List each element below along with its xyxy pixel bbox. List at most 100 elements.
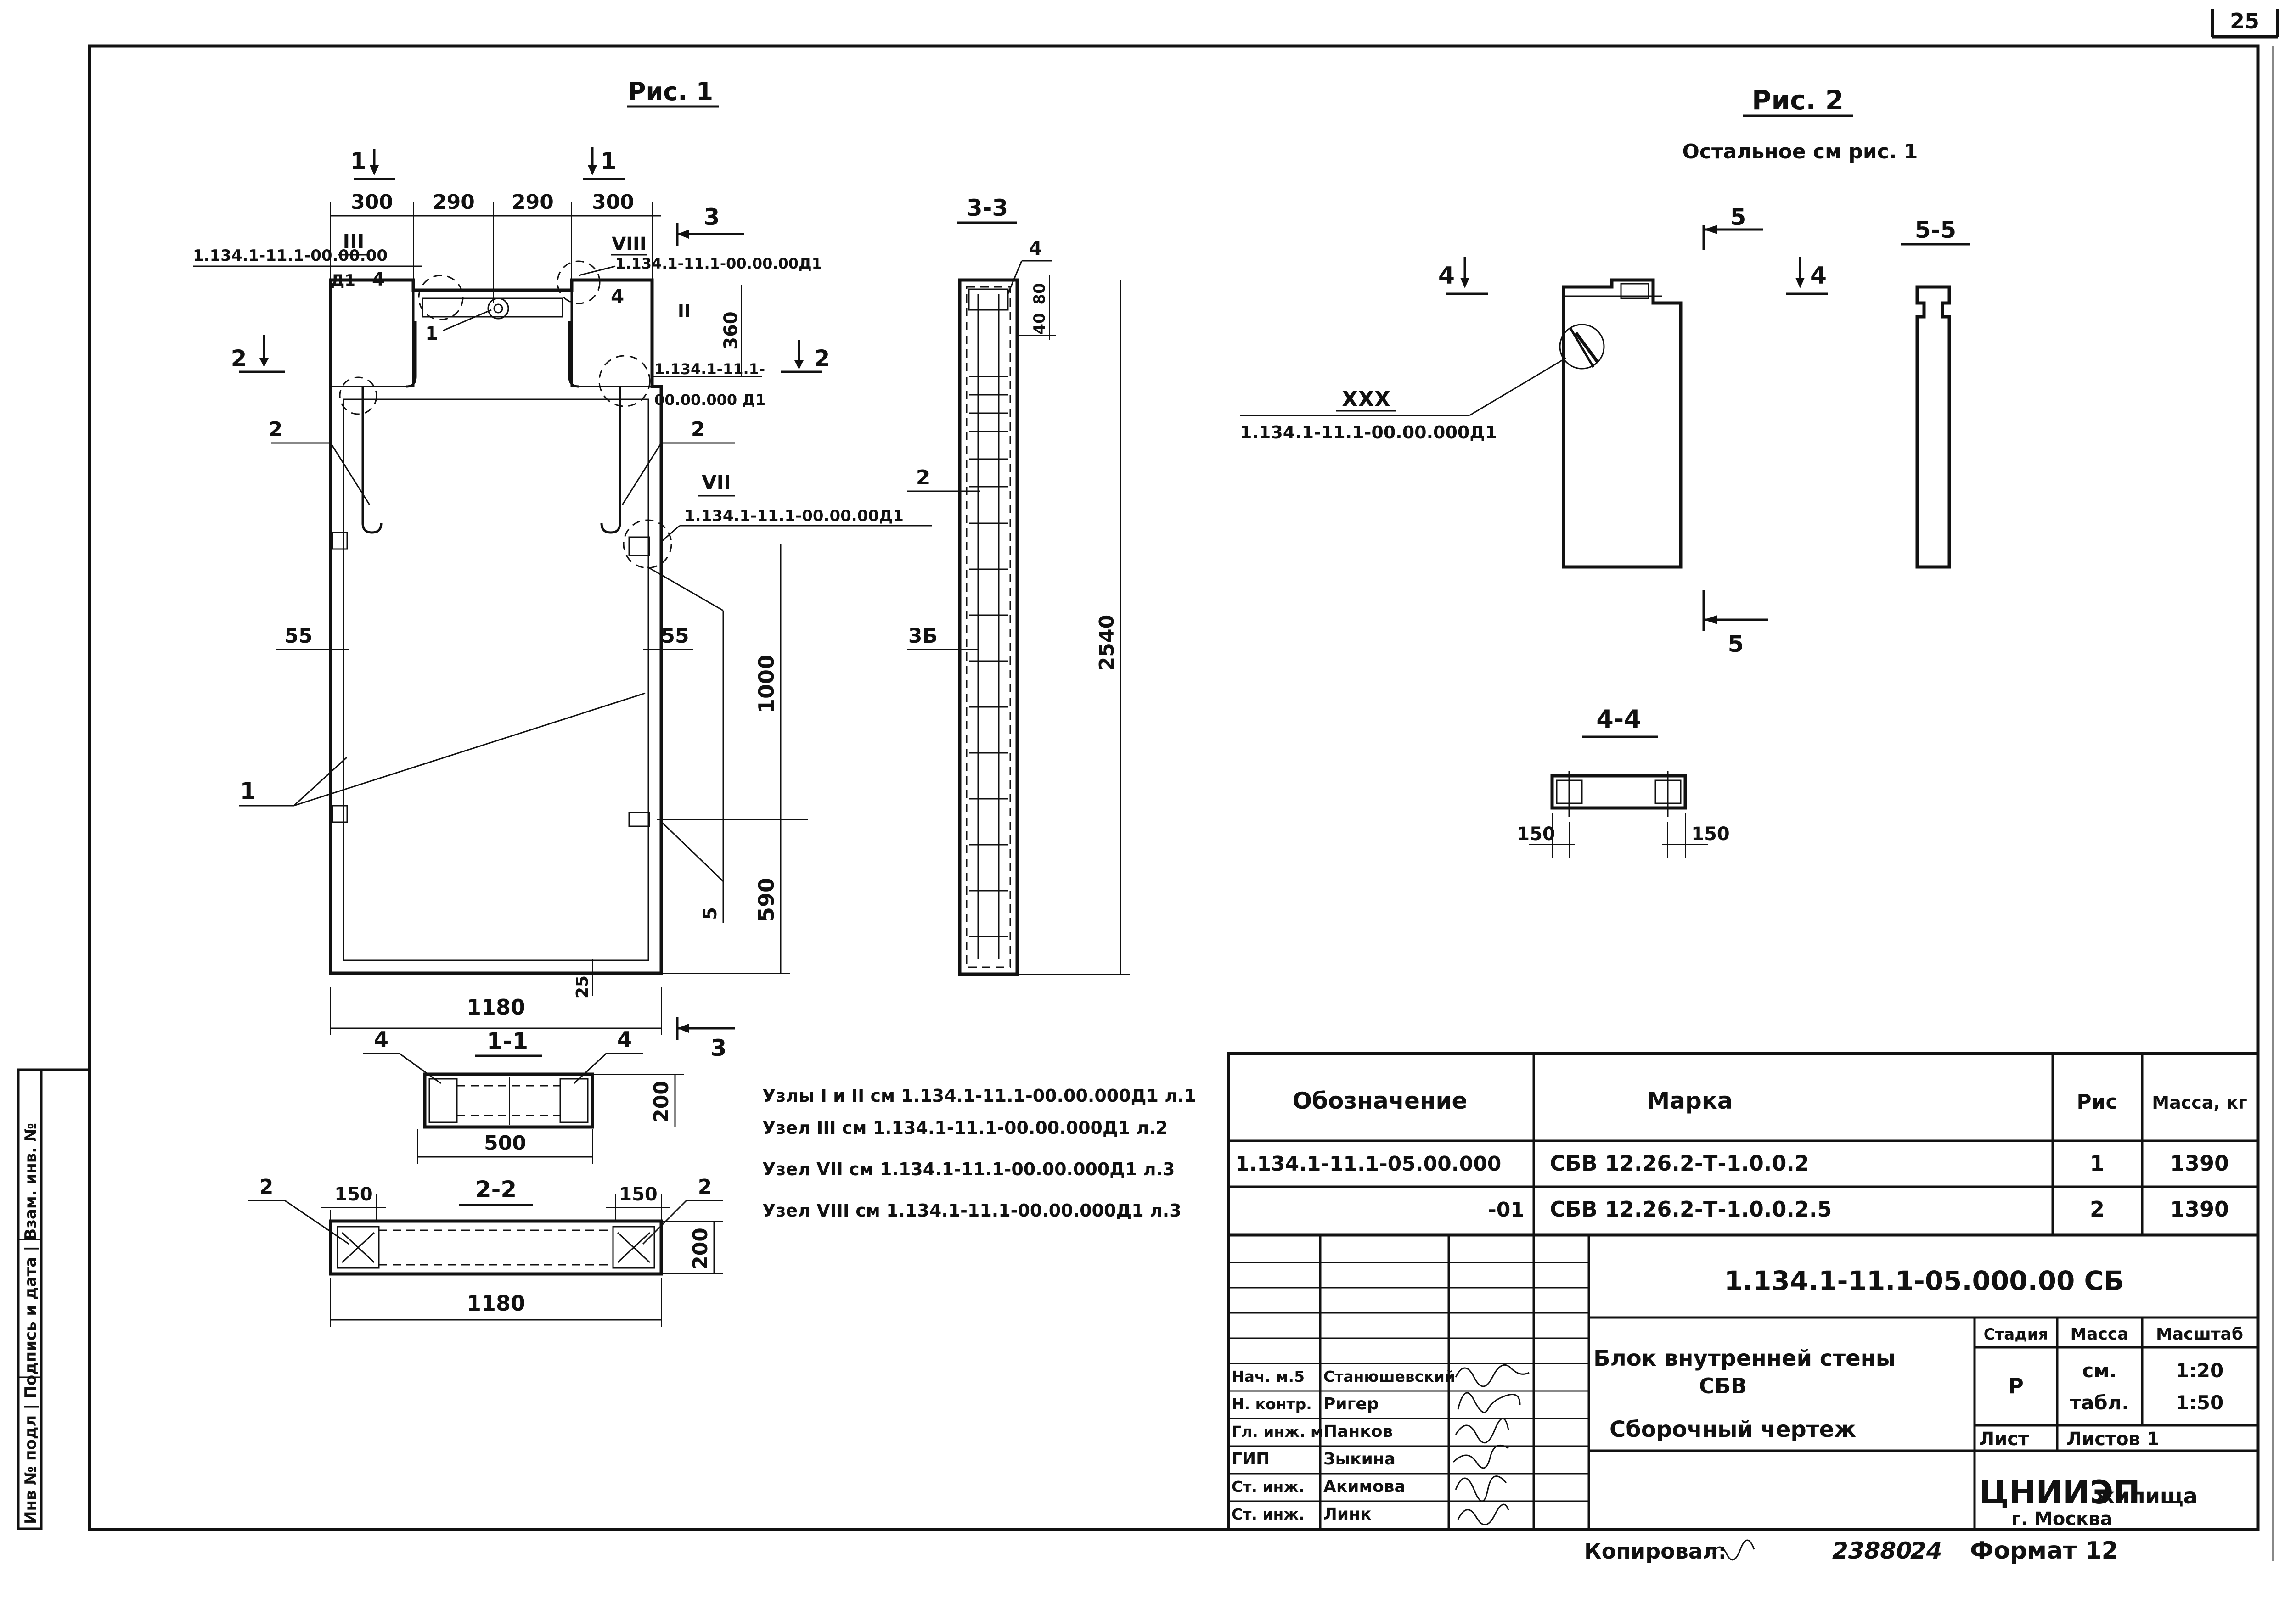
tb-role-5: Ст. инж. [1232,1478,1305,1496]
fig2-sec5-label-bottom: 5 [1728,631,1744,657]
tb-mass-2: табл. [2070,1391,2129,1414]
title-block-grid [1228,1262,1589,1502]
tb-sheet: Лист [1979,1429,2029,1450]
note-1: Узлы I и II см 1.134.1-11.1-00.00.000Д1 … [762,1086,1196,1106]
tb-person-3: Панков [1323,1422,1393,1441]
fig1-node-VII: VII [702,471,731,493]
sec33-pos-2: 2 [916,466,930,489]
sec33-dim-80: 80 [1030,283,1049,304]
tb-role-3: Гл. инж. м [1232,1423,1323,1441]
section-2-2: 2-2 150 150 2 2 200 1180 [248,1175,723,1327]
tb-org-1: ЦНИИЭП [1979,1474,2140,1511]
fig1-dim-25: 25 [573,976,592,998]
tb-name-2: СБВ [1699,1374,1747,1398]
fig1-pos-2-right: 2 [691,418,705,441]
tb-name-1: Блок внутренней стены [1593,1346,1896,1371]
spec-row1-fig: 1 [2090,1151,2105,1176]
fig1-pos-2-left: 2 [269,418,283,441]
fig2-subtitle: Остальное см рис. 1 [1683,140,1918,163]
side-strip-label: Инв № подл | Подпись и дата | Взам. инв.… [22,1123,40,1524]
fig1-pos-1-main: 1 [240,778,256,804]
spec-header-mass: Масса, кг [2152,1093,2247,1113]
fig2-ref-XXX: 1.134.1-11.1-00.00.000Д1 [1240,422,1497,443]
fig1-ref-III-suffix: Д1 [331,271,355,290]
tb-col-scale: Масштаб [2156,1325,2243,1344]
signatures [1452,1364,1530,1525]
sec11-pos-4-right: 4 [617,1027,632,1052]
fig1-ref-VIII: 1.134.1-11.1-00.00.00Д1 [615,255,822,272]
tb-person-6: Линк [1323,1505,1371,1524]
spec-row1-mass: 1390 [2170,1151,2229,1176]
sheet-frame: 25 [88,9,2279,1561]
fig1-sec3-label-top: 3 [704,204,720,230]
fig1-front-view: Рис. 1 1 1 [193,77,932,1061]
fig1-dim-1000: 1000 [754,655,779,713]
tb-name-3: Сборочный чертеж [1609,1417,1856,1442]
spec-header-mark: Марка [1647,1088,1733,1114]
fig1-ref-II-b: 00.00.000 Д1 [654,391,765,409]
tb-role-2: Н. контр. [1232,1395,1312,1413]
tb-mass-1: см. [2082,1359,2116,1382]
sec44-dim-150-right: 150 [1691,824,1730,845]
tb-person-5: Акимова [1323,1477,1406,1496]
tb-org-3: г. Москва [2011,1508,2112,1530]
tb-role-6: Ст. инж. [1232,1505,1305,1523]
fig1-sec1-label-right: 1 [601,148,617,174]
fig1-dim-300-right: 300 [592,191,634,214]
tb-scale-1: 1:20 [2176,1359,2223,1382]
fig1-dim-55-left: 55 [284,624,312,648]
sec11-dim-200: 200 [650,1081,673,1123]
sec44-title: 4-4 [1596,705,1641,734]
sec33-rungs [969,376,1008,937]
fig1-ref-VII: 1.134.1-11.1-00.00.00Д1 [684,507,904,525]
fig1-dim-290-right: 290 [512,191,554,214]
fig2-title: Рис. 2 [1752,84,1844,116]
notes-block: Узлы I и II см 1.134.1-11.1-00.00.000Д1 … [762,1086,1196,1221]
fig2-view: Рис. 2 Остальное см рис. 1 4 4 5 5 XXX 1… [1240,84,1918,657]
sec33-dim-2540: 2540 [1095,615,1119,671]
section-4-4: 4-4 150 150 [1517,705,1730,858]
page-number: 25 [2230,9,2259,34]
section-3-3: 3-3 4 80 40 2540 2 3Б [907,195,1130,976]
sec11-dim-500: 500 [484,1132,526,1155]
sec22-pos-2-left: 2 [259,1175,274,1199]
fig1-pos-5: 5 [700,907,721,920]
fig1-dim-590: 590 [754,878,779,922]
tb-col-stage: Стадия [1984,1325,2048,1344]
side-strip: Инв № подл | Подпись и дата | Взам. инв.… [17,1068,90,1530]
copier-signature [1712,1539,1755,1561]
sec33-dim-40: 40 [1030,313,1049,334]
fig1-dim-1180: 1180 [467,995,525,1020]
spec-row2-mass: 1390 [2170,1197,2229,1222]
note-3: Узел VII см 1.134.1-11.1-00.00.000Д1 л.3 [762,1159,1175,1179]
footer-copied: Копировал: [1584,1539,1727,1564]
spec-row1-designation: 1.134.1-11.1-05.00.000 [1235,1152,1501,1176]
spec-table: Обозначение Марка Рис Масса, кг 1.134.1-… [1227,1052,2260,1237]
fig1-dim-290-left: 290 [433,191,475,214]
sec33-pos-3B: 3Б [908,624,938,648]
tb-role-1: Нач. м.5 [1232,1368,1305,1385]
sec33-title: 3-3 [967,195,1008,221]
fig1-pos-4-right: 4 [611,285,624,308]
tb-col-mass: Масса [2070,1325,2128,1344]
sec22-dim-200: 200 [689,1228,712,1270]
fig1-ref-II-a: 1.134.1-11.1- [654,360,765,378]
sec11-pos-4-left: 4 [374,1027,388,1052]
title-block: 1.134.1-11.1-05.000.00 СБ Блок внутренне… [1227,1233,2260,1531]
tb-person-1: Станюшевский [1323,1368,1455,1385]
footer-order-suffix: 24 [1910,1537,1942,1564]
fig1-sec2-label-right: 2 [814,345,830,372]
sec22-dim-1180: 1180 [467,1291,525,1316]
tb-sheets: Листов 1 [2066,1429,2160,1450]
fig1-pos-1-top: 1 [425,323,438,344]
sec22-dim-150-right: 150 [619,1184,658,1205]
sec22-pos-2-right: 2 [698,1175,712,1199]
fig1-dim-360: 360 [720,311,742,350]
tb-role-4: ГИП [1232,1450,1270,1469]
fig1-sec3-label-bottom: 3 [711,1035,727,1061]
footer-order: 23880 [1832,1537,1912,1564]
spec-header-designation: Обозначение [1293,1088,1468,1114]
fig2-sec5-label-top: 5 [1730,204,1746,230]
spec-row2-designation: -01 [1488,1198,1525,1222]
